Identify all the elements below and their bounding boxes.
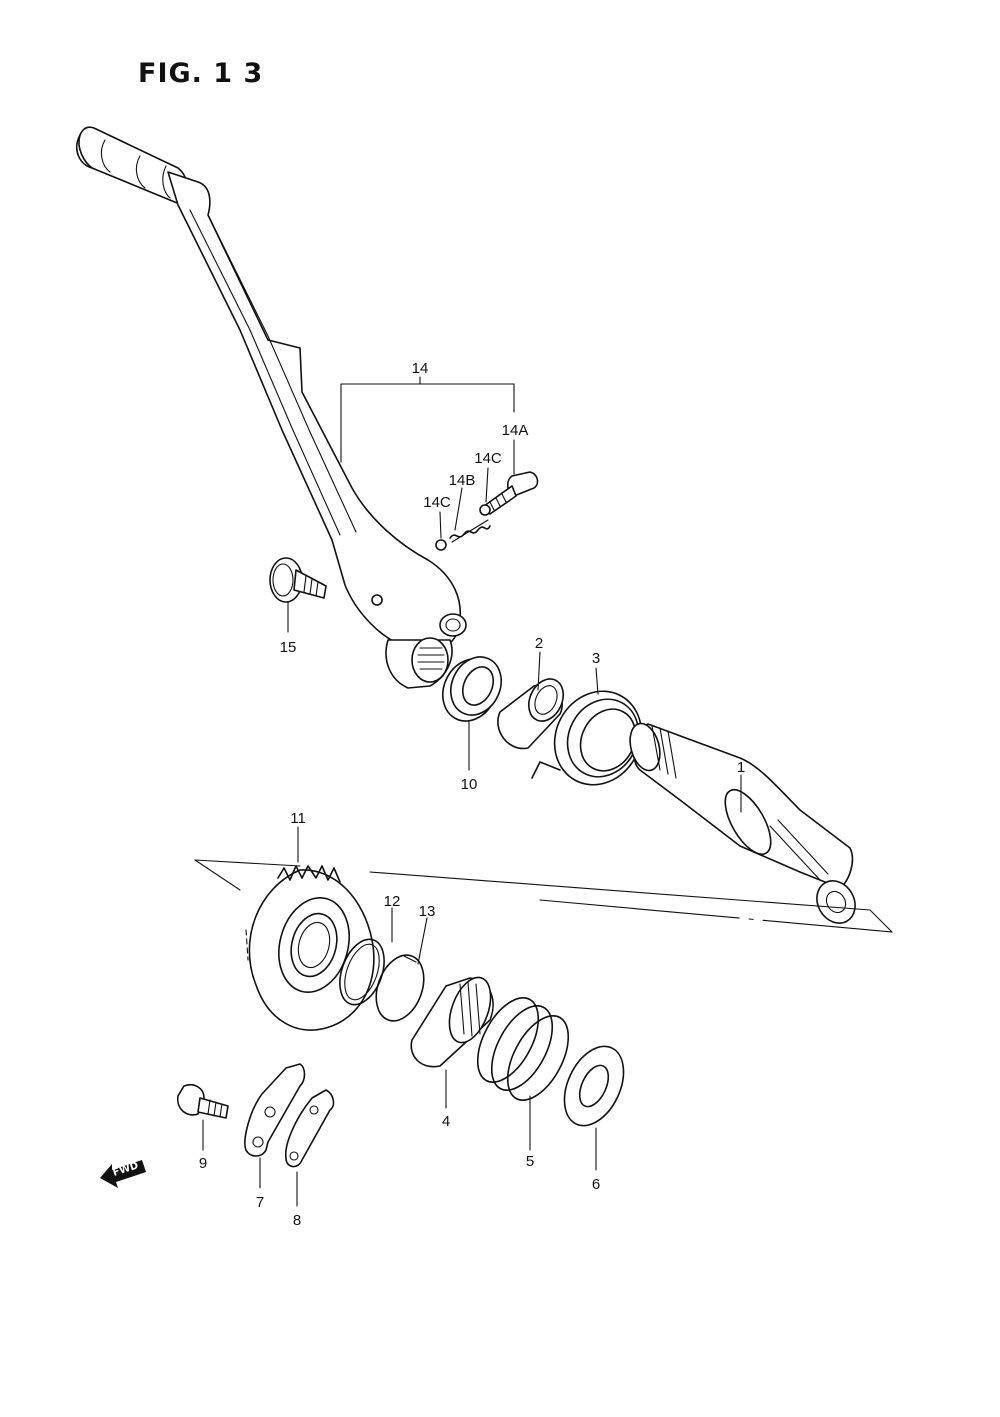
callout-1: 1 xyxy=(736,759,746,776)
bolt-15[interactable] xyxy=(269,557,327,603)
callout-11: 11 xyxy=(290,810,306,827)
bush-2[interactable] xyxy=(497,673,570,750)
callout-9: 9 xyxy=(198,1155,208,1172)
callout-6: 6 xyxy=(591,1176,601,1193)
guide-plate-7[interactable] xyxy=(244,1063,306,1157)
callout-4: 4 xyxy=(441,1113,451,1130)
circlip-13[interactable] xyxy=(368,949,433,1028)
callout-14: 14 xyxy=(411,360,429,377)
plate-8[interactable] xyxy=(284,1089,335,1168)
ball-14c-upper[interactable] xyxy=(479,504,491,516)
callout-bracket-14 xyxy=(340,376,515,463)
callout-5: 5 xyxy=(525,1153,535,1170)
assembly-guide-lines xyxy=(194,859,893,933)
spring-14b[interactable] xyxy=(449,519,491,543)
ratchet-4[interactable] xyxy=(410,972,498,1068)
ball-14c-lower[interactable] xyxy=(435,539,447,551)
kick-lever[interactable] xyxy=(76,126,467,689)
callout-12: 12 xyxy=(383,893,401,910)
callout-3: 3 xyxy=(591,650,601,667)
callout-14a: 14A xyxy=(501,422,529,439)
callout-leaders xyxy=(202,439,742,1207)
callout-14c-upper: 14C xyxy=(474,450,502,467)
callout-14b: 14B xyxy=(448,472,476,489)
figure-title: FIG. 1 3 xyxy=(138,58,264,89)
ratchet-spring-5[interactable] xyxy=(465,988,581,1110)
callout-14c-lower: 14C xyxy=(423,494,451,511)
washer-6[interactable] xyxy=(553,1037,636,1135)
callout-15: 15 xyxy=(279,639,297,656)
callout-10: 10 xyxy=(460,776,478,793)
kick-shaft-1[interactable] xyxy=(625,720,862,930)
callout-8: 8 xyxy=(292,1212,302,1229)
oil-seal-10[interactable] xyxy=(433,649,511,730)
bolt-14a[interactable] xyxy=(483,471,539,515)
callout-7: 7 xyxy=(255,1194,265,1211)
fwd-arrow-icon: FWD xyxy=(100,1160,146,1188)
callout-2: 2 xyxy=(534,635,544,652)
kick-gear-11[interactable] xyxy=(245,865,375,1031)
callout-13: 13 xyxy=(418,903,436,920)
bolt-9[interactable] xyxy=(176,1083,229,1119)
